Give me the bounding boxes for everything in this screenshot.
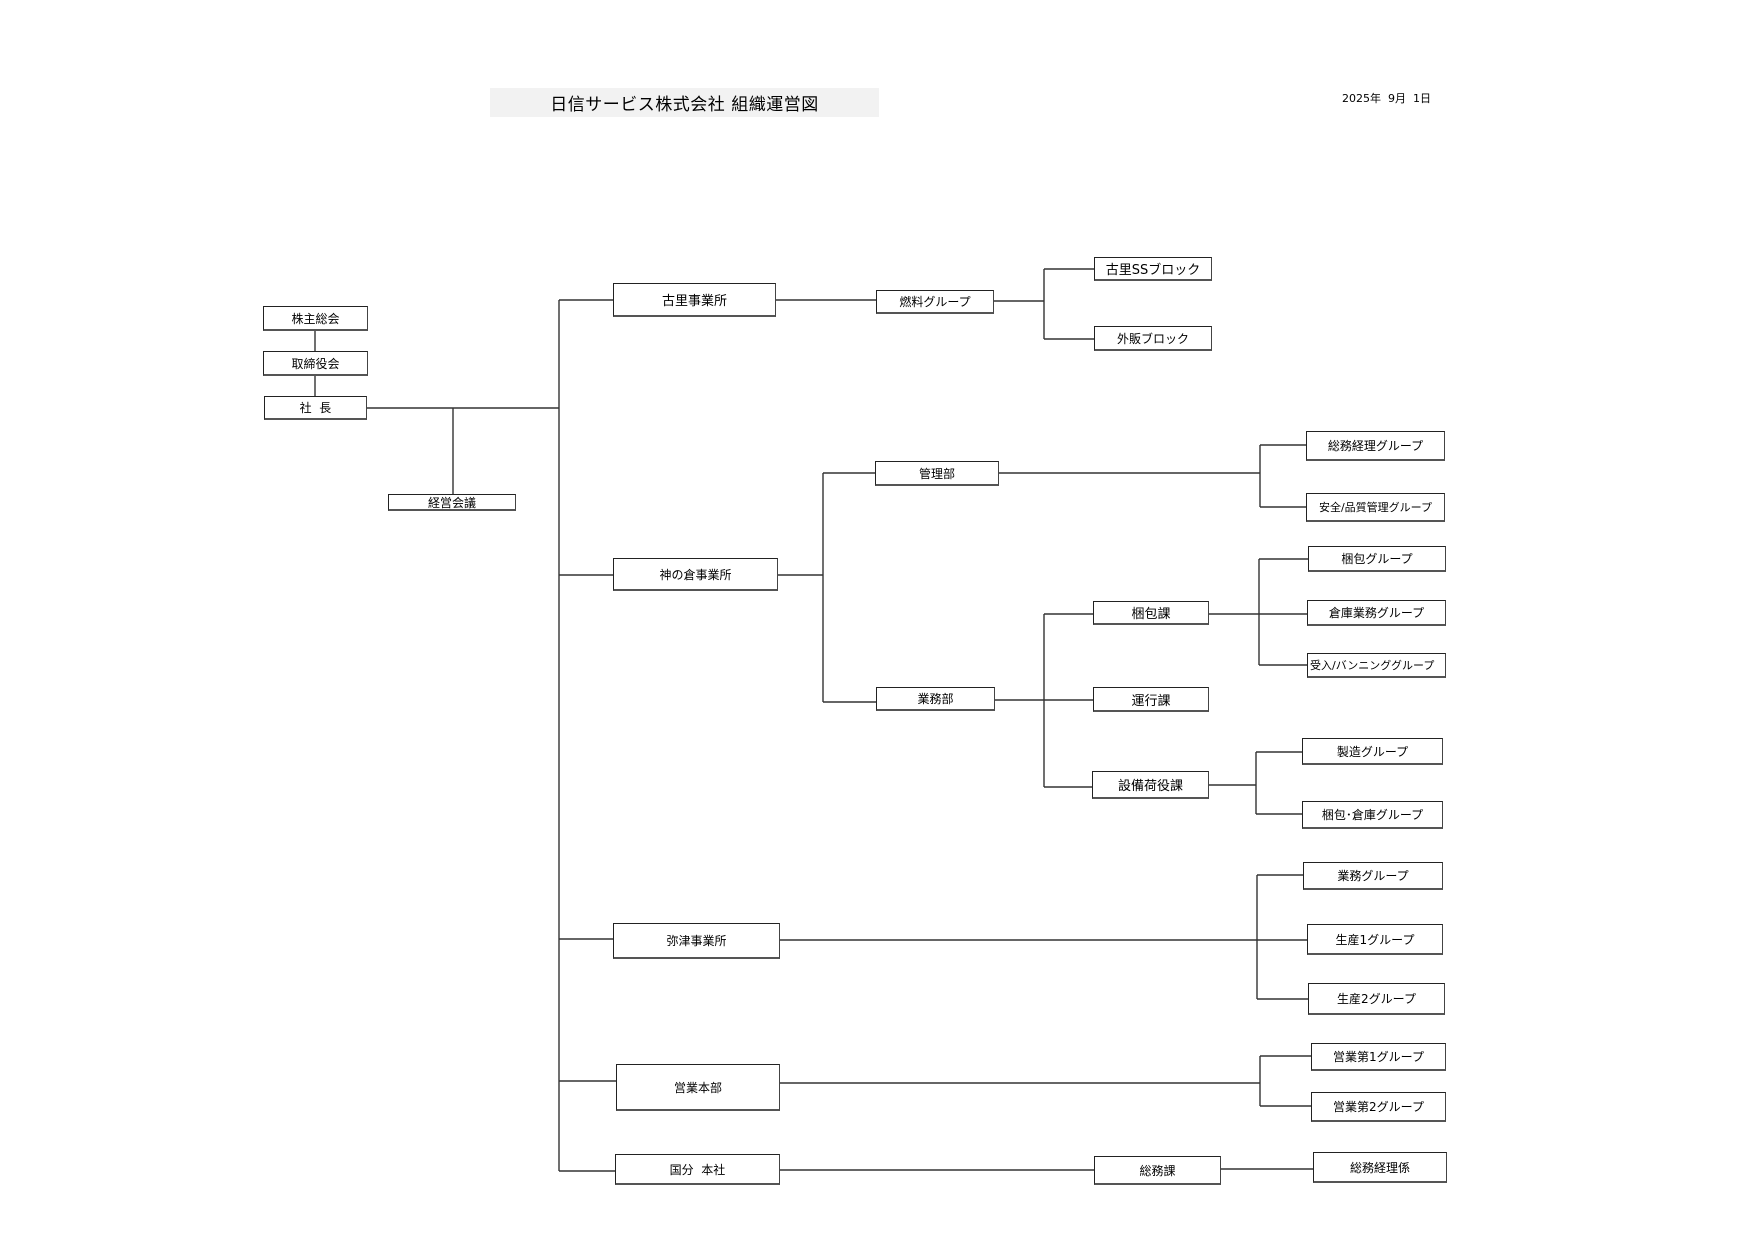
node-receiving-vanning-group: 受入/バンニンググループ — [1307, 653, 1446, 678]
node-packing-warehouse-group: 梱包･倉庫グループ — [1302, 801, 1443, 829]
node-president: 社 長 — [264, 396, 367, 420]
node-external-sales-block: 外販ブロック — [1094, 326, 1212, 351]
node-safety-quality-group: 安全/品質管理グループ — [1306, 493, 1445, 522]
node-fuel-group: 燃料グループ — [876, 290, 994, 314]
node-sales2-group: 営業第2グループ — [1311, 1092, 1446, 1122]
node-sales1-group: 営業第1グループ — [1311, 1043, 1446, 1071]
node-shareholders-meeting: 株主総会 — [263, 306, 368, 331]
node-operations-dept: 業務部 — [876, 687, 995, 711]
node-management-meeting: 経営会議 — [388, 494, 516, 511]
node-warehouse-ops-group: 倉庫業務グループ — [1307, 600, 1446, 626]
node-packing-group: 梱包グループ — [1308, 546, 1446, 572]
node-packing-section: 梱包課 — [1093, 601, 1209, 625]
node-kaminokura-office: 神の倉事業所 — [613, 558, 778, 591]
node-kokubu-head-office: 国分 本社 — [615, 1154, 780, 1185]
node-board-of-directors: 取締役会 — [263, 351, 368, 376]
node-business-group: 業務グループ — [1303, 862, 1443, 890]
node-general-accounting-group: 総務経理グループ — [1306, 431, 1445, 461]
issue-date: 2025年 9月 1日 — [1342, 92, 1431, 105]
node-admin-dept: 管理部 — [875, 461, 999, 486]
node-equipment-handling-section: 設備荷役課 — [1092, 771, 1209, 799]
node-general-accounting-staff: 総務経理係 — [1313, 1152, 1447, 1183]
node-production1-group: 生産1グループ — [1307, 924, 1443, 955]
node-furusato-ss-block: 古里SSブロック — [1094, 257, 1212, 281]
node-production2-group: 生産2グループ — [1308, 983, 1445, 1015]
node-manufacturing-group: 製造グループ — [1302, 738, 1443, 765]
node-transport-section: 運行課 — [1093, 687, 1209, 712]
node-yazu-office: 弥津事業所 — [613, 923, 780, 959]
page-title: 日信サービス株式会社 組織運営図 — [550, 95, 819, 115]
node-general-affairs-section: 総務課 — [1094, 1156, 1221, 1185]
title-bar: 日信サービス株式会社 組織運営図 — [490, 88, 879, 117]
node-sales-hq: 営業本部 — [616, 1064, 780, 1111]
node-furusato-office: 古里事業所 — [613, 283, 776, 317]
